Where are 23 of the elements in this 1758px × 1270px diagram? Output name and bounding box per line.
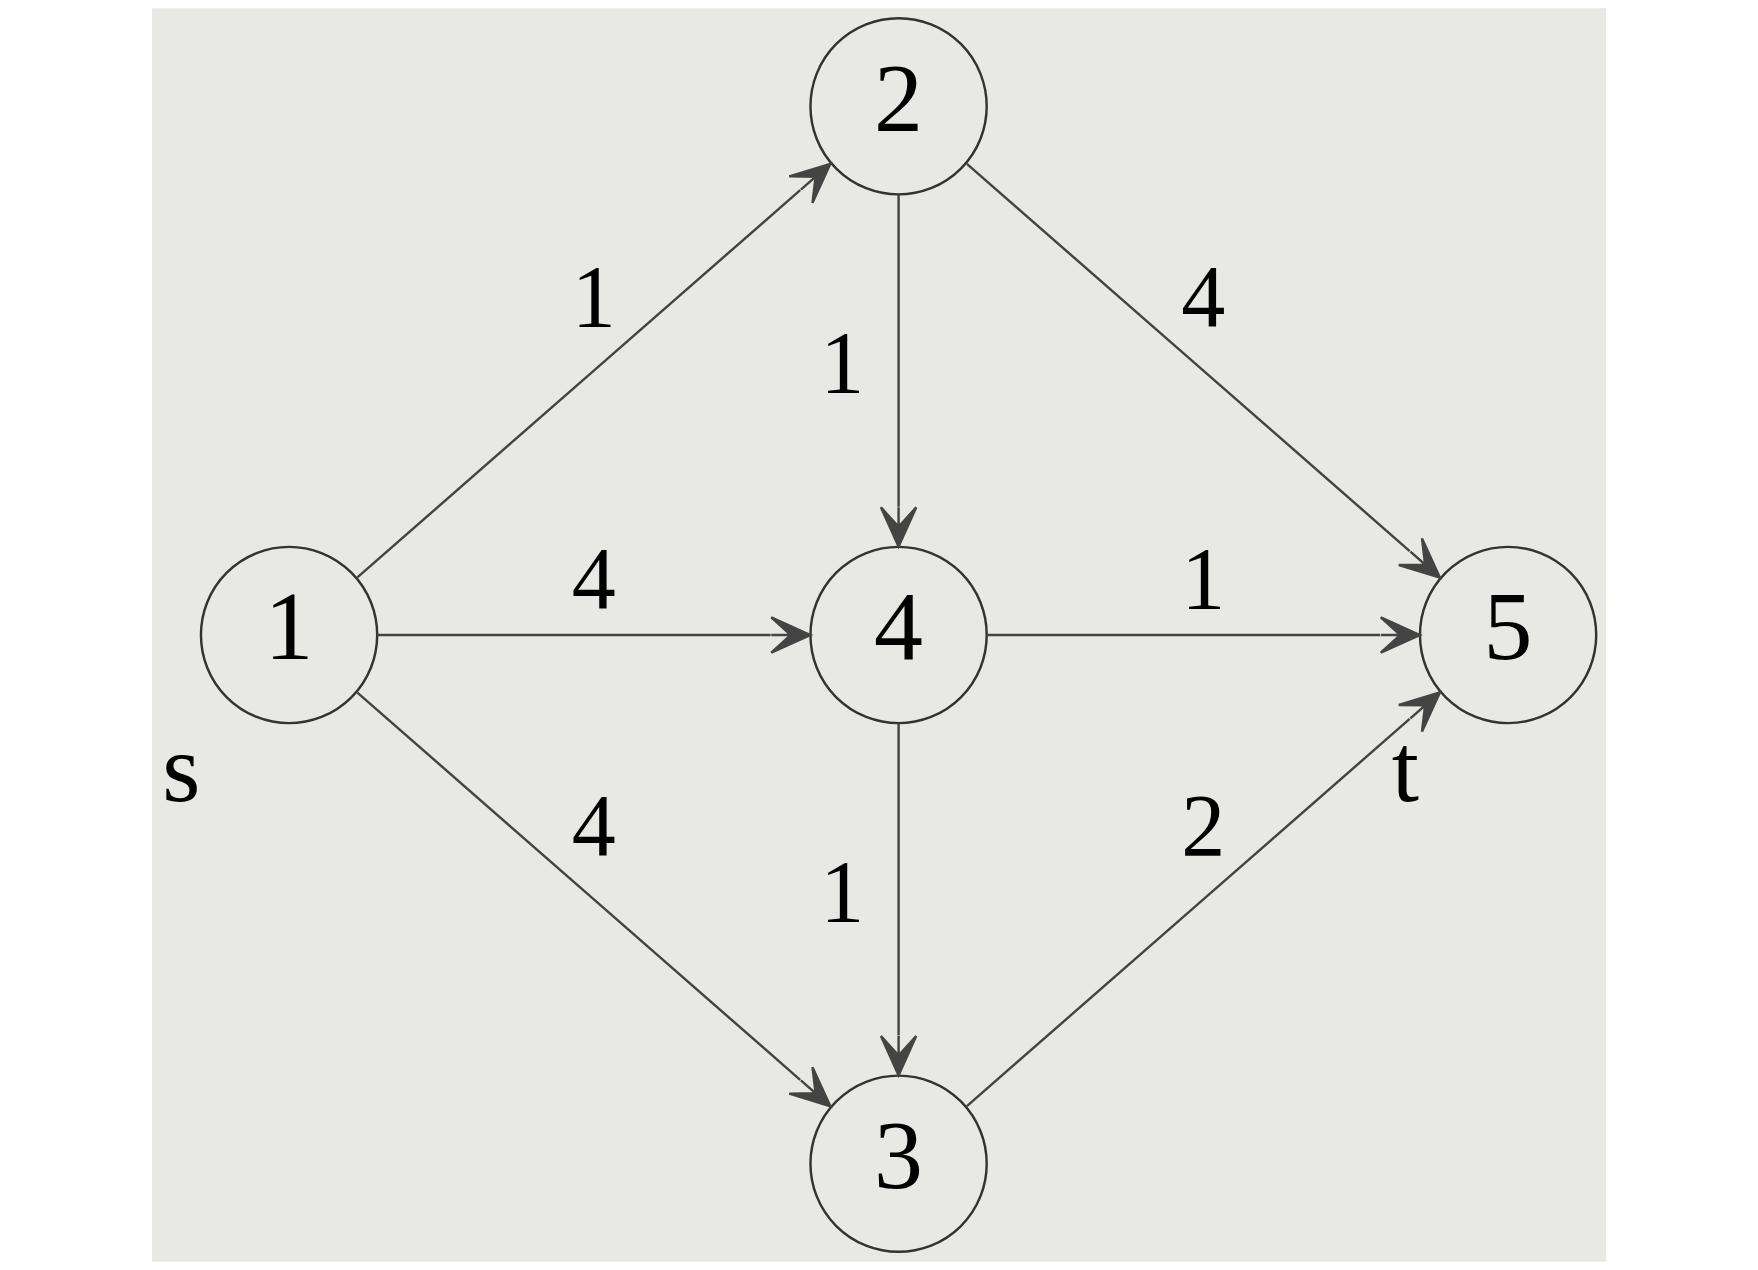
edge-label: 1 [1181, 528, 1226, 627]
node-label: t [1391, 714, 1419, 823]
arrow [356, 162, 832, 579]
edge-label: 4 [571, 528, 616, 627]
arrow [879, 195, 918, 548]
arrow [966, 162, 1442, 579]
arrow [966, 691, 1442, 1108]
edge-label: 1 [571, 247, 616, 346]
arrow [879, 723, 918, 1077]
edge-label: 1 [820, 313, 865, 412]
node-label: s [162, 714, 201, 823]
node-circle: 1 [199, 545, 379, 725]
edge-label: 4 [1181, 247, 1226, 346]
arrow [987, 616, 1422, 654]
arrow [377, 616, 812, 654]
node-circle: 2 [809, 16, 988, 196]
node-circle: 3 [809, 1074, 988, 1254]
edge-label: 2 [1181, 775, 1226, 874]
node-circle: 4 [809, 545, 988, 725]
edge-label: 1 [820, 841, 865, 940]
node-circle: 5 [1418, 545, 1598, 725]
arrow [356, 691, 832, 1108]
edge-label: 4 [571, 775, 616, 874]
